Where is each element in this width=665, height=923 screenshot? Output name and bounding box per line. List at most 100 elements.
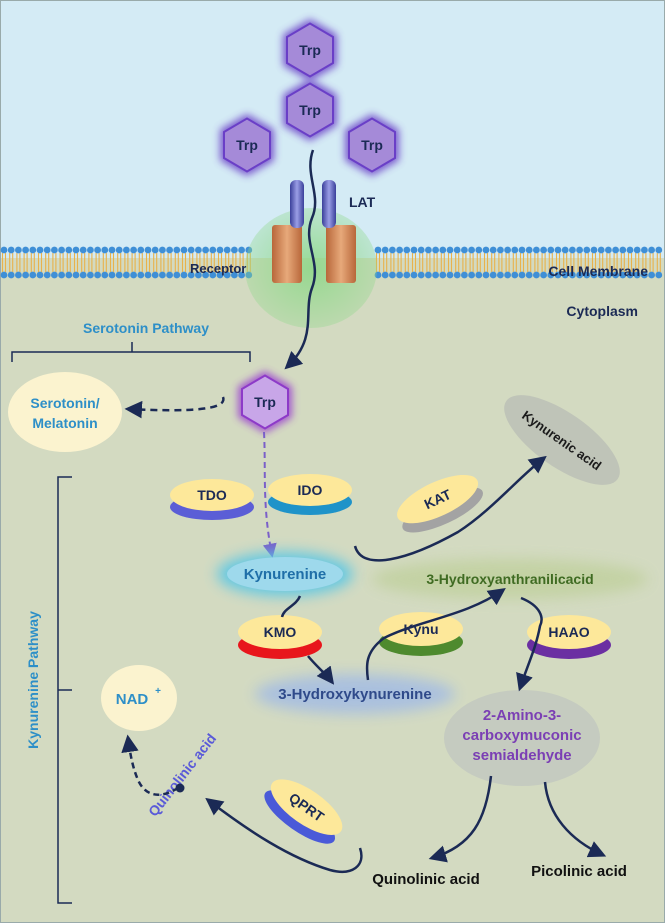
lipid-head: [166, 271, 174, 279]
trp-label: Trp: [361, 137, 383, 153]
quinolinic-to-nad-arrow-tail: [175, 783, 185, 793]
lipid-tail: [153, 253, 158, 272]
kynurenine-label: Kynurenine: [244, 566, 327, 583]
lipid-head: [216, 271, 224, 279]
lipid-head: [561, 271, 569, 279]
receptor-block-right: [326, 225, 356, 283]
lipid-head: [173, 271, 181, 279]
lipid-tail: [447, 253, 453, 272]
lipid-tail: [81, 253, 86, 272]
lipid-head: [453, 271, 461, 279]
acms-label-line1: 2-Amino-3-: [483, 707, 561, 724]
lipid-tail: [570, 253, 575, 272]
haao-label: HAAO: [548, 624, 589, 640]
lipid-head: [453, 246, 461, 254]
lipid-head: [381, 246, 389, 254]
acms-label-line3: semialdehyde: [472, 747, 571, 764]
lipid-head: [511, 246, 519, 254]
lipid-head: [633, 271, 641, 279]
lipid-head: [231, 246, 238, 254]
receptor-label: Receptor: [190, 261, 246, 276]
lipid-tail: [196, 253, 201, 272]
lipid-tail: [145, 253, 151, 272]
lipid-head: [22, 246, 29, 254]
picolinic-acid-label: Picolinic acid: [531, 863, 627, 880]
lipid-tail: [627, 253, 633, 272]
lipid-head: [446, 246, 454, 254]
lipid-tail: [498, 253, 503, 272]
lipid-tail: [30, 253, 35, 272]
lipid-tail: [102, 253, 107, 272]
lipid-tail: [95, 253, 100, 272]
hydroxyanthranilic-acid-label: 3-Hydroxyanthranilicacid: [426, 571, 593, 587]
lipid-tail: [505, 253, 510, 272]
hydroxyanthranilic-to-acms-arrow: [516, 596, 543, 692]
lipid-head: [655, 246, 663, 254]
tdo-label: TDO: [197, 487, 227, 503]
lipid-head: [432, 246, 439, 254]
lipid-tail: [225, 253, 230, 272]
lipid-head: [432, 271, 439, 279]
lipid-head: [130, 271, 138, 279]
lipid-tail: [203, 253, 208, 272]
hydroxykynurenine-to-hydroxyanthranilic-arrow: [365, 587, 506, 681]
receptor-complex: [245, 180, 377, 328]
lipid-head: [166, 246, 174, 254]
lat-channel-left: [290, 180, 304, 228]
lipid-head: [115, 271, 123, 279]
lipid-head: [410, 271, 418, 279]
lipid-tail: [433, 253, 438, 272]
lipid-tail: [124, 253, 129, 272]
lipid-head: [590, 271, 598, 279]
lipid-head: [123, 246, 130, 254]
lipid-head: [159, 246, 166, 254]
trp-to-kynurenine-arrow: [262, 431, 277, 558]
lipid-head: [561, 246, 569, 254]
lipid-head: [569, 271, 576, 279]
lipid-tail: [455, 253, 460, 272]
lipid-head: [87, 246, 94, 254]
lipid-head: [51, 271, 58, 279]
lipid-head: [540, 271, 547, 279]
lipid-head: [130, 246, 138, 254]
lipid-head: [619, 271, 627, 279]
kynurenine-pathway-label: Kynurenine Pathway: [25, 611, 41, 749]
acms-to-picolinic-arrow: [543, 781, 607, 858]
lipid-head: [151, 271, 159, 279]
ido-enzyme: IDO: [268, 474, 352, 515]
trp-to-serotonin-arrow: [124, 396, 225, 419]
trp-molecule-left: Trp: [220, 114, 274, 176]
lipid-head: [381, 271, 389, 279]
lipid-tail: [656, 253, 661, 272]
hydroxykynurenine-label: 3-Hydroxykynurenine: [278, 686, 431, 703]
lipid-head: [72, 246, 80, 254]
lipid-head: [180, 271, 188, 279]
lipid-tail: [45, 253, 50, 272]
haao-enzyme: HAAO: [527, 615, 611, 659]
lipid-tail: [635, 253, 640, 272]
lipid-tail: [555, 253, 561, 272]
lipid-head: [238, 271, 246, 279]
lipid-head: [195, 271, 202, 279]
lipid-tail: [117, 253, 122, 272]
lipid-tail: [563, 253, 568, 272]
lipid-tail: [577, 253, 582, 272]
quinolinic-to-qprt-arrow: [205, 797, 363, 873]
serotonin-bracket: [11, 342, 251, 362]
hydroxyanthranilic-acid-node: 3-Hydroxyanthranilicacid: [372, 559, 648, 599]
lipid-head: [79, 246, 87, 254]
lipid-tail: [426, 253, 431, 272]
lipid-head: [655, 271, 663, 279]
lipid-head: [497, 246, 504, 254]
lipid-tail: [534, 253, 539, 272]
trp-label: Trp: [299, 42, 321, 58]
lipid-head: [417, 271, 425, 279]
lipid-head: [410, 246, 418, 254]
lipid-head: [187, 246, 195, 254]
acms-label-line2: carboxymuconic: [462, 727, 581, 744]
lipid-tail: [606, 253, 611, 272]
lipid-tail: [239, 253, 244, 272]
lipid-head: [540, 246, 547, 254]
trp-label: Trp: [254, 394, 276, 410]
